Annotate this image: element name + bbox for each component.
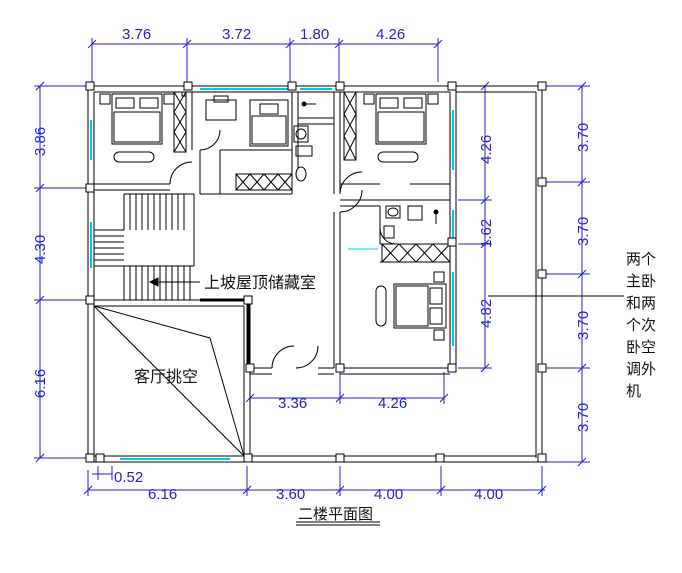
dim-bottom-2: 6.16 (148, 486, 177, 503)
storage-boundary-wall (200, 298, 250, 372)
dim-top-4: 4.26 (376, 26, 405, 43)
columns (85, 81, 547, 463)
storage-label: 上坡屋顶储藏室 (204, 273, 316, 292)
drawing-title: 二楼平面图 (298, 505, 373, 523)
note-line-5: 卧空 (626, 338, 656, 356)
note-line-6: 调外 (626, 360, 656, 378)
dim-right-outer-2: 3.70 (575, 217, 592, 246)
dim-right-inner-2: 1.62 (478, 219, 495, 248)
note-line-3: 和两 (626, 294, 656, 312)
note-line-2: 主卧 (626, 272, 656, 290)
dim-bottom-1: 0.52 (114, 469, 143, 486)
bathroom-fixtures (293, 101, 439, 239)
leader-lines (148, 277, 624, 526)
dim-bottom-3: 3.60 (276, 486, 305, 503)
dim-left-3: 6.16 (32, 369, 49, 398)
dim-bottom-4: 4.00 (374, 486, 403, 503)
dim-inner-bottom-2: 4.26 (378, 395, 407, 412)
balcony-frame (456, 85, 543, 462)
windows (90, 88, 454, 460)
dimension-lines (34, 38, 590, 496)
dim-right-outer-4: 3.70 (575, 403, 592, 432)
note-line-7: 机 (626, 382, 641, 400)
note-line-4: 个次 (626, 316, 656, 334)
note-line-1: 两个 (626, 250, 656, 268)
dim-inner-bottom-1: 3.36 (278, 395, 307, 412)
dim-right-inner-3: 4.82 (478, 299, 495, 328)
dim-top-1: 3.76 (122, 26, 151, 43)
dim-right-outer-3: 3.70 (575, 311, 592, 340)
dim-top-2: 3.72 (222, 26, 251, 43)
living-void-label: 客厅挑空 (134, 367, 198, 386)
closets (173, 91, 451, 263)
dim-left-1: 3.86 (32, 127, 49, 156)
dim-right-outer-1: 3.70 (575, 123, 592, 152)
dim-top-3: 1.80 (300, 26, 329, 43)
doors (169, 129, 397, 369)
ac-note: 两个 主卧 和两 个次 卧空 调外 机 (626, 250, 656, 400)
stair-treads (94, 194, 191, 300)
dim-bottom-5: 4.00 (474, 486, 503, 503)
dim-left-2: 4.30 (32, 235, 49, 264)
dim-right-inner-1: 4.26 (478, 135, 495, 164)
beds (99, 93, 447, 341)
